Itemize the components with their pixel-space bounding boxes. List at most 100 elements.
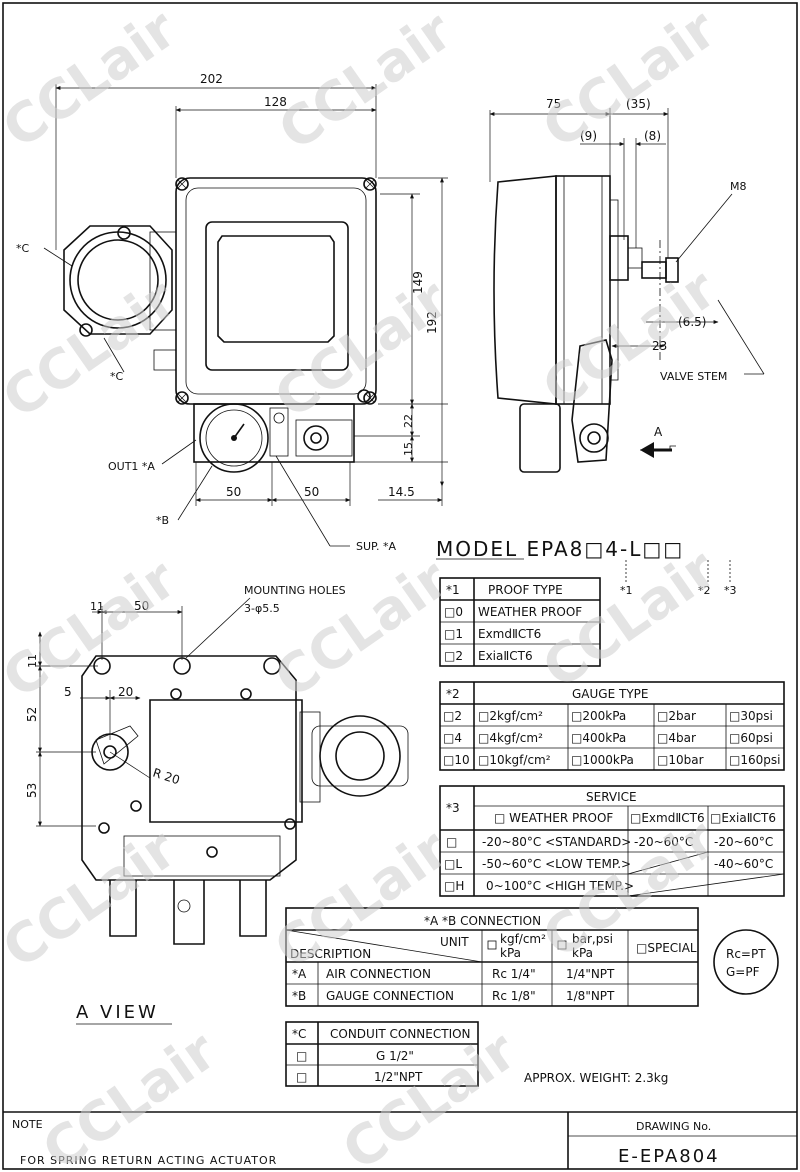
- service-star: *3: [446, 801, 460, 815]
- side-view: [493, 175, 679, 473]
- svg-text:CCLair: CCLair: [331, 1019, 527, 1172]
- dim-128: 128: [264, 95, 287, 109]
- label-star-c-1: *C: [16, 242, 30, 255]
- title-block: NOTE FOR SPRING RETURN ACTING ACTUATOR D…: [3, 1111, 797, 1169]
- service-col-2: □ExiaⅡCT6: [710, 811, 776, 825]
- gauge-r2-c2: □1000kPa: [571, 753, 634, 767]
- dim-202: 202: [200, 72, 223, 86]
- gauge-r1-c0: □4: [443, 731, 462, 745]
- dim-192: 192: [425, 311, 439, 334]
- dim-a-53: 53: [25, 783, 39, 798]
- conn-r1-c2: Rc 1/8": [492, 989, 536, 1003]
- model-ref-3: *3: [724, 584, 737, 597]
- conn-desc: DESCRIPTION: [290, 947, 371, 961]
- proof-header-star: *1: [446, 583, 460, 597]
- service-r1-c3: -40~60°C: [714, 857, 773, 871]
- service-col-0: □ WEATHER PROOF: [494, 811, 613, 825]
- svg-text:CCLair: CCLair: [263, 267, 459, 431]
- dim-15: 15: [402, 442, 415, 456]
- svg-text:CCLair: CCLair: [0, 817, 188, 981]
- side-dimensions: 75 (35) (9) (8) M8 (6.5) 23 VALVE STEM A: [489, 97, 765, 458]
- gauge-r1-c2: □400kPa: [571, 731, 626, 745]
- label-a-arrow: A: [654, 425, 663, 439]
- gauge-r0-c3: □2bar: [657, 709, 696, 723]
- rc-note-line-2: G=PF: [726, 965, 760, 979]
- mounting-screw-icon: [98, 688, 296, 858]
- dim-a-11: 11: [90, 600, 104, 613]
- proof-row-2-name: ExiaⅡCT6: [478, 649, 533, 663]
- service-col-1: □ExmdⅡCT6: [630, 811, 705, 825]
- service-r1-c0: □L: [444, 857, 462, 871]
- proof-type-table: *1 PROOF TYPE □0 WEATHER PROOF □1 ExmdⅡC…: [439, 577, 601, 667]
- label-mounting-holes: MOUNTING HOLES: [244, 584, 346, 597]
- model-text: MODEL EPA8□4-L□□: [436, 537, 684, 561]
- label-a-view: A VIEW: [76, 1002, 159, 1023]
- conn-c2b: kPa: [572, 946, 593, 960]
- proof-row-2-code: □2: [444, 649, 463, 663]
- gauge-r0-c2: □200kPa: [571, 709, 626, 723]
- svg-text:CCLair: CCLair: [0, 0, 188, 161]
- conn-r1-c1: GAUGE CONNECTION: [326, 989, 454, 1003]
- proof-row-1-name: ExmdⅡCT6: [478, 627, 541, 641]
- label-valve-stem: VALVE STEM: [660, 370, 727, 383]
- drawing-no: E-EPA804: [618, 1146, 720, 1167]
- service-r2-c1: 0~100°C <HIGH TEMP.>: [486, 879, 634, 893]
- dim-14-5: 14.5: [388, 485, 415, 499]
- conduit-table: *C CONDUIT CONNECTION □ G 1/2" □ 1/2"NPT: [285, 1021, 479, 1087]
- proof-row-1-code: □1: [444, 627, 463, 641]
- conn-r0-c1: AIR CONNECTION: [326, 967, 431, 981]
- conduit-header-star: *C: [292, 1027, 306, 1041]
- a-view-dimensions: 11 50 11 52 53 5 20 R 20 MOUNTING HOLES …: [25, 584, 346, 1025]
- proof-row-0-name: WEATHER PROOF: [478, 605, 582, 619]
- front-view: [63, 177, 377, 473]
- conn-unit: UNIT: [440, 935, 469, 949]
- conn-r1-c0: *B: [292, 989, 306, 1003]
- note-label: NOTE: [12, 1118, 43, 1131]
- gauge-r1-c4: □60psi: [729, 731, 773, 745]
- service-title: SERVICE: [586, 790, 637, 804]
- svg-text:CCLair: CCLair: [31, 1019, 227, 1172]
- connection-table: *A *B CONNECTION UNIT DESCRIPTION kgf/cm…: [285, 907, 699, 1007]
- dim-35: (35): [626, 97, 651, 111]
- gauge-r0-c4: □30psi: [729, 709, 773, 723]
- gauge-r2-c1: □10kgf/cm²: [478, 753, 551, 767]
- proof-row-0-code: □0: [444, 605, 463, 619]
- dim-50-b: 50: [304, 485, 319, 499]
- drawing-no-label: DRAWING No.: [636, 1120, 711, 1133]
- rc-note: Rc=PT G=PF: [713, 929, 779, 995]
- conn-r0-c0: *A: [292, 967, 307, 981]
- dim-a-11-v: 11: [26, 654, 39, 668]
- service-r2-c0: □H: [444, 879, 464, 893]
- note-text: FOR SPRING RETURN ACTING ACTUATOR: [20, 1154, 277, 1167]
- dim-50-a: 50: [226, 485, 241, 499]
- conn-c1b: kPa: [500, 946, 521, 960]
- approx-weight: APPROX. WEIGHT: 2.3kg: [524, 1071, 668, 1085]
- service-r0-c3: -20~60°C: [714, 835, 773, 849]
- label-star-b: *B: [156, 514, 169, 527]
- conn-r0-c2: Rc 1/4": [492, 967, 536, 981]
- dim-a-52: 52: [25, 707, 39, 722]
- label-star-c-2: *C: [110, 370, 124, 383]
- dim-a-5: 5: [64, 685, 72, 699]
- label-out1: OUT1 *A: [108, 460, 155, 473]
- gauge-r1-c3: □4bar: [657, 731, 696, 745]
- gauge-r1-c1: □4kgf/cm²: [478, 731, 543, 745]
- conn-r0-c3: 1/4"NPT: [566, 967, 615, 981]
- label-holes: 3-φ5.5: [244, 602, 280, 615]
- dim-a-50: 50: [134, 599, 149, 613]
- conduit-r1-c0: □: [296, 1070, 307, 1084]
- service-r0-c2: -20~60°C: [634, 835, 693, 849]
- svg-text:CCLair: CCLair: [267, 0, 463, 163]
- gauge-header-title: GAUGE TYPE: [572, 687, 648, 701]
- svg-text:CCLair: CCLair: [0, 267, 188, 431]
- svg-text:CCLair: CCLair: [531, 0, 727, 161]
- model-ref-1: *1: [620, 584, 633, 597]
- conduit-header-title: CONDUIT CONNECTION: [330, 1027, 471, 1041]
- dim-23: 23: [652, 339, 667, 353]
- gauge-r2-c4: □160psi: [729, 753, 780, 767]
- service-table: *3 SERVICE □ WEATHER PROOF □ExmdⅡCT6 □Ex…: [439, 785, 785, 897]
- housing-screw-icon: [175, 177, 377, 405]
- gauge-header-star: *2: [446, 687, 460, 701]
